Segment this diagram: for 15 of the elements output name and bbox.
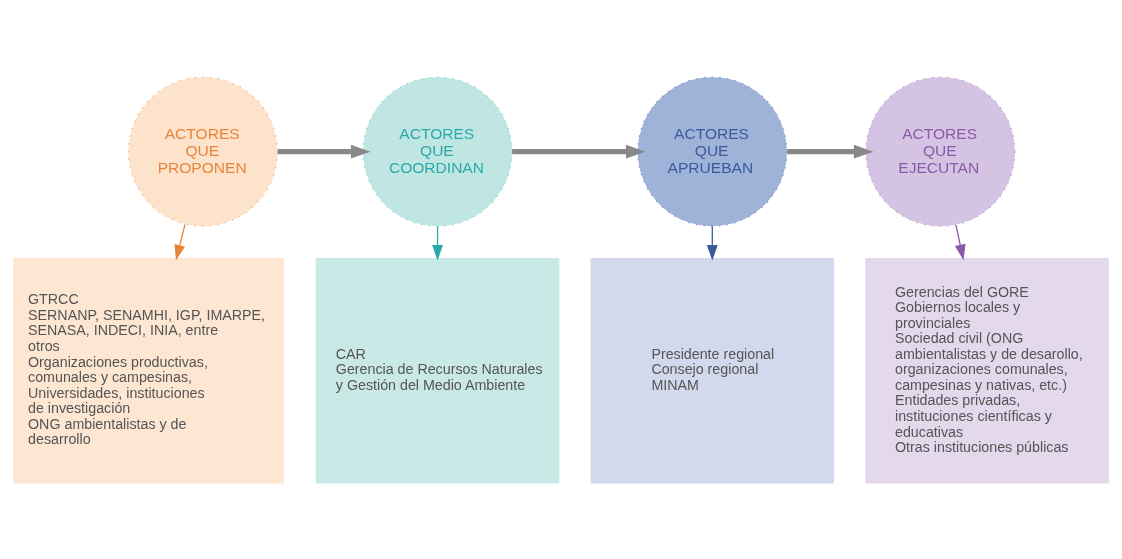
node-box: CAR Gerencia de Recursos Naturales y Gestión del Medio Ambiente xyxy=(315,257,560,483)
node-box: Presidente regional Consejo regional MINAM xyxy=(590,257,835,483)
node-circle: ACTORES QUE PROPONEN xyxy=(127,76,279,227)
arrow xyxy=(277,144,371,159)
arrow xyxy=(787,144,874,159)
node-circle: ACTORES QUE COORDINAN xyxy=(362,76,513,227)
node-box: Gerencias del GORE Gobiernos locales y provinciales Sociedad civil (ONG ambientalistas y de desarollo, organizaciones comunales, campesinas y nativas, etc.) Entidades privadas, instituciones científicas y educativas Otras instituciones públicas xyxy=(865,257,1109,483)
arrow xyxy=(954,223,966,260)
arrow xyxy=(706,225,718,260)
arrow xyxy=(174,223,186,260)
arrow xyxy=(432,225,443,260)
arrow xyxy=(512,144,646,159)
node-box: GTRCC SERNANP, SENAMHI, IGP, IMARPE, SENASA, INDECI, INIA, entre otros Organizaciones productivas, comunales y campesinas, Universidades, instituciones de investigación ONG ambientalistas y de desarrollo xyxy=(13,257,284,483)
node-circle: ACTORES QUE APRUEBAN xyxy=(637,76,788,227)
node-circle: ACTORES QUE EJECUTAN xyxy=(865,76,1016,227)
